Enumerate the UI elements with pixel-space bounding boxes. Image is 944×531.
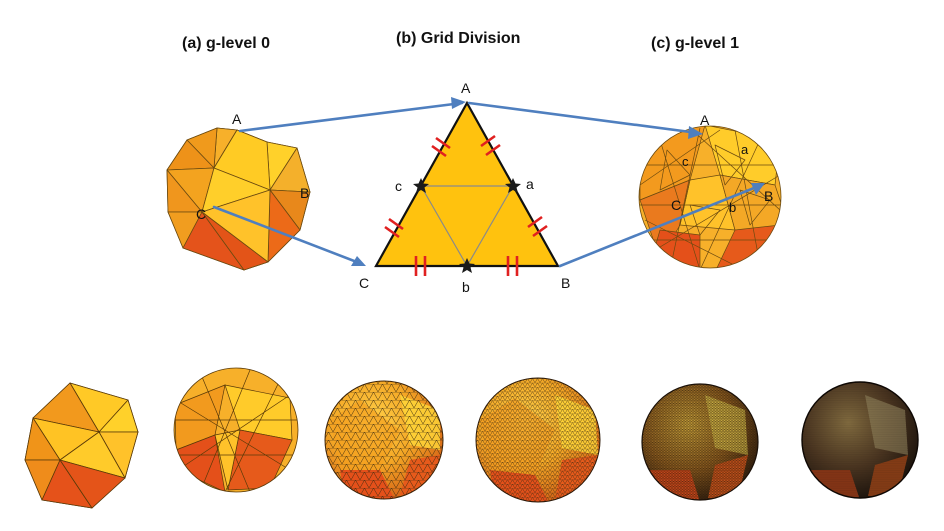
arrow-C-to-C [212,205,364,266]
title-g-level-0: (a) g-level 0 [182,35,270,52]
sphere-label-a: a [741,142,749,157]
tri-label-a: a [526,176,534,192]
grid-division-triangle [374,100,560,276]
bottom-g-level-1 [173,367,299,493]
bottom-g-level-5 [641,383,759,501]
bottom-g-level-4 [475,377,601,503]
bottom-g-level-0 [24,382,139,509]
sphere-label-B: B [764,188,773,204]
title-grid-division: (b) Grid Division [396,30,520,47]
arrowheads [351,97,765,266]
star-c-icon [413,178,429,193]
star-b-icon [459,258,475,273]
mapping-arrows [212,101,761,268]
sphere-label-b: b [729,200,736,215]
midpoint-subdivision [419,185,515,268]
tri-label-B: B [561,275,570,291]
sphere-label-A: A [700,112,710,128]
ico-label-A: A [232,111,242,127]
sphere-label-C: C [671,197,681,213]
equal-length-ticks [384,134,548,276]
midpoint-stars [413,178,521,273]
sphere-label-c: c [682,154,689,169]
ico-label-B: B [300,185,309,201]
bottom-g-level-6 [801,381,919,499]
bottom-g-level-3 [324,380,444,500]
tri-label-A: A [461,80,471,96]
arrow-A-to-sphere-A [467,101,700,135]
star-a-icon [505,178,521,193]
ico-label-C: C [196,206,206,222]
g-level-1-sphere [638,125,782,269]
tri-label-c: c [395,178,402,194]
title-g-level-1: (c) g-level 1 [651,35,739,52]
icosahedron-top [166,127,311,271]
arrow-B-to-sphere-B [558,184,761,268]
tri-label-b: b [462,279,470,295]
arrow-A-to-A [238,101,464,133]
tri-label-C: C [359,275,369,291]
